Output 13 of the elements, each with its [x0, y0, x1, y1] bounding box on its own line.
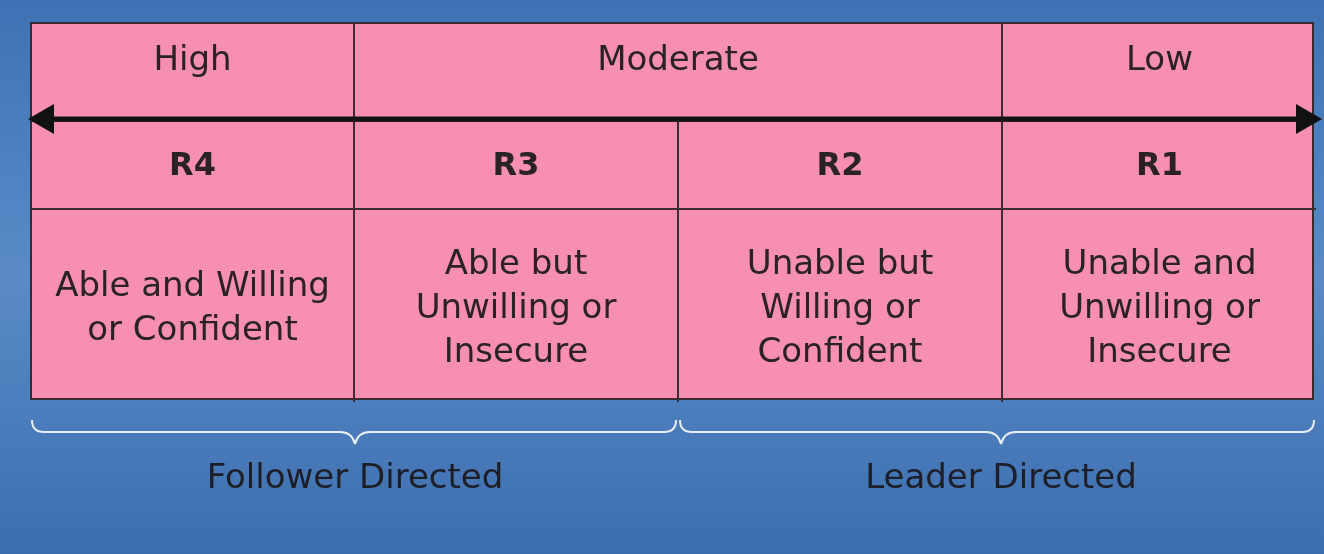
column-header: Low	[1125, 37, 1194, 80]
cell-text: Unable and Unwilling or Insecure	[1058, 240, 1261, 373]
level-label: R4	[168, 144, 217, 186]
group-label: Follower Directed	[205, 456, 505, 497]
cell-text: Unable but Willing or Confident	[745, 240, 935, 373]
cell-text: Able but Unwilling or Insecure	[414, 240, 618, 373]
level-label: R3	[491, 144, 541, 186]
cell-text: Able and Willing or Confident	[54, 262, 331, 350]
group-label: Leader Directed	[864, 456, 1138, 497]
column-header: Moderate	[596, 37, 760, 80]
level-label: R2	[815, 144, 865, 186]
column-header: High	[152, 37, 233, 80]
level-label: R1	[1135, 144, 1184, 186]
